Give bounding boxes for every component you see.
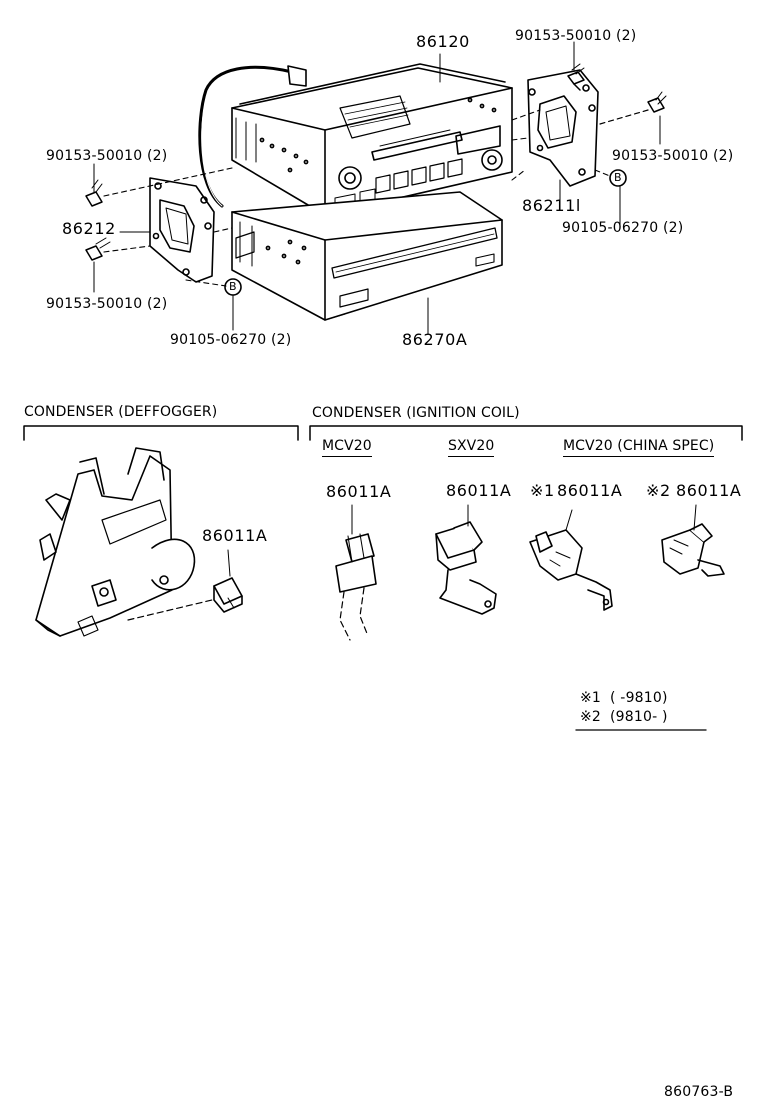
defogger-assembly <box>35 447 196 637</box>
label-bolt-top-right: 90153-50010 (2) <box>515 28 637 44</box>
condenser-sxv20 <box>435 504 497 615</box>
label-86120: 86120 <box>416 32 470 51</box>
bracket-right-86211 <box>527 69 599 187</box>
screw-callout-right <box>609 169 627 187</box>
callout-b-left: B <box>229 280 237 293</box>
label-condenser-china-1: 86011A <box>557 481 623 500</box>
bolt-left-top <box>85 179 103 207</box>
condenser-defogger <box>127 549 243 621</box>
bracket-left-86212 <box>149 177 215 283</box>
note-1-mark: ※1 <box>580 690 602 706</box>
label-condenser-deffogger: 86011A <box>202 526 268 545</box>
label-bolt-left-top: 90153-50010 (2) <box>46 148 168 164</box>
label-86270a: 86270A <box>402 330 468 349</box>
label-condenser-sxv20: 86011A <box>446 481 512 500</box>
condenser-china-2 <box>661 504 725 577</box>
label-screw-right: 90105-06270 (2) <box>562 220 684 236</box>
label-condenser-mcv20: 86011A <box>326 482 392 501</box>
callout-b-right: B <box>614 171 622 184</box>
section-brackets <box>23 425 743 441</box>
label-screw-left: 90105-06270 (2) <box>170 332 292 348</box>
heading-mcv20: MCV20 <box>322 438 372 457</box>
bolt-left-bottom <box>85 237 111 261</box>
heading-mcv20-china-spec: MCV20 (CHINA SPEC) <box>563 438 715 457</box>
label-86211: 86211l <box>522 196 581 215</box>
assembly-lines <box>103 109 611 287</box>
diagram-id: 860763-B <box>664 1084 734 1100</box>
radio-head-unit-86120 <box>231 63 513 216</box>
label-bolt-right: 90153-50010 (2) <box>612 148 734 164</box>
note-2-range: (9810- ) <box>610 709 668 725</box>
wire-harness <box>198 65 307 208</box>
label-86212: 86212 <box>62 219 116 238</box>
heading-condenser-ignition-coil: CONDENSER (IGNITION COIL) <box>312 405 520 421</box>
heading-sxv20: SXV20 <box>448 438 495 457</box>
bolt-top-right <box>567 63 585 91</box>
condenser-mcv20 <box>335 504 377 641</box>
note-1-range: ( -9810) <box>610 690 668 706</box>
mark-china-2: ※2 <box>646 481 671 500</box>
bolt-right <box>599 91 667 125</box>
cd-player-86270a <box>231 191 503 321</box>
note-2-mark: ※2 <box>580 709 602 725</box>
label-bolt-left-bottom: 90153-50010 (2) <box>46 296 168 312</box>
mark-china-1: ※1 <box>530 481 555 500</box>
label-condenser-china-2: 86011A <box>676 481 742 500</box>
condenser-china-1 <box>529 509 613 611</box>
heading-condenser-deffogger: CONDENSER (DEFFOGGER) <box>24 404 218 420</box>
leader-lines <box>93 41 661 335</box>
